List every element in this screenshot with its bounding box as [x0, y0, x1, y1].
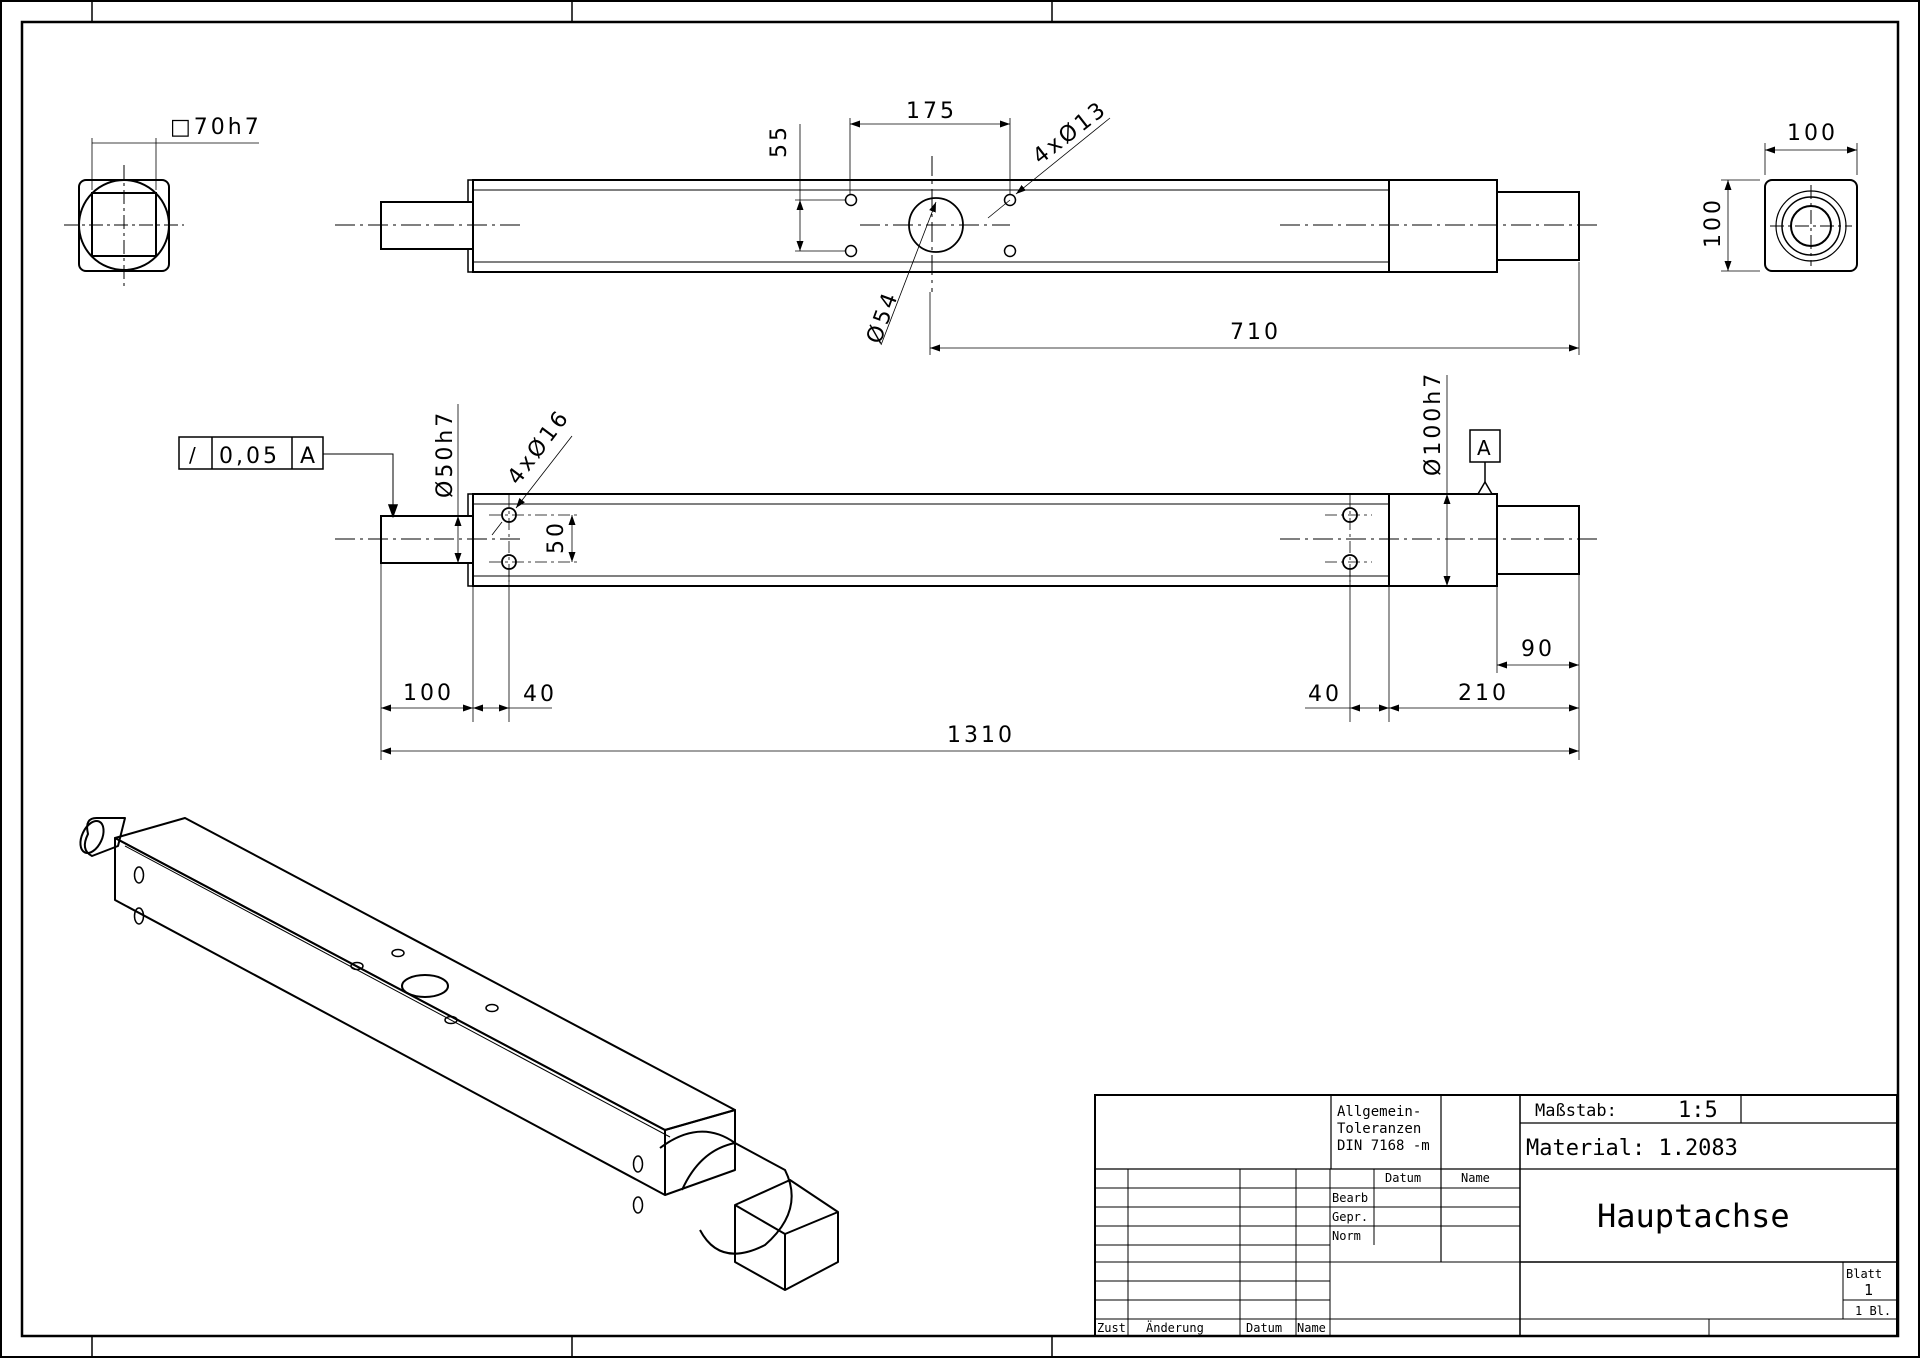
front-dim-90: 90: [1521, 637, 1555, 662]
tb-col-datum: Datum: [1385, 1171, 1421, 1185]
front-dim-100h7: Ø100h7: [1421, 371, 1446, 476]
tb-sheet-total: 1 Bl.: [1855, 1304, 1891, 1318]
datum-a-symbol: [1469, 429, 1501, 495]
title-block: [1094, 1094, 1898, 1337]
front-dim-100: 100: [403, 681, 454, 706]
tb-scale-label: Maßstab:: [1535, 1101, 1617, 1121]
tb-rev-datum: Datum: [1246, 1321, 1282, 1335]
tolerance-symbol: /: [189, 443, 196, 467]
tb-col-name: Name: [1461, 1171, 1490, 1185]
runout-tolerance-frame: [178, 436, 399, 519]
top-dim-55: 55: [767, 124, 792, 158]
tb-rev-aenderung: Änderung: [1146, 1320, 1204, 1335]
end-right-dim-height: 100: [1701, 197, 1726, 248]
tb-row-bearb: Bearb: [1332, 1191, 1368, 1205]
tb-rev-name: Name: [1297, 1321, 1326, 1335]
end-right-dim-width: 100: [1787, 121, 1838, 146]
front-dim-50: 50: [544, 520, 569, 554]
tolerance-datum: A: [300, 444, 318, 469]
tb-scale-value: 1:5: [1678, 1098, 1718, 1123]
front-view: [335, 375, 1600, 760]
tb-tolerances-2: Toleranzen: [1337, 1121, 1421, 1137]
tb-title: Hauptachse: [1597, 1197, 1790, 1235]
front-dim-50h7: Ø50h7: [433, 410, 458, 498]
isometric-view: [79, 816, 839, 1291]
front-dim-1310: 1310: [947, 723, 1015, 748]
top-dim-54: Ø54: [862, 287, 904, 347]
front-dim-40-left: 40: [523, 682, 557, 707]
tb-material: Material: 1.2083: [1526, 1136, 1738, 1161]
top-dim-4x13: 4xØ13: [1028, 96, 1112, 169]
tb-row-gepr: Gepr.: [1332, 1210, 1368, 1224]
top-view: [335, 117, 1600, 355]
end-left-dim-label: □70h7: [170, 115, 262, 140]
tb-tolerances-1: Allgemein-: [1337, 1104, 1421, 1120]
end-view-right: [1721, 143, 1858, 272]
tb-tolerances-3: DIN 7168 -m: [1337, 1138, 1430, 1154]
top-dim-175: 175: [906, 99, 957, 124]
datum-a-label: A: [1477, 436, 1491, 460]
front-dim-4x16: 4xØ16: [503, 405, 576, 490]
top-dim-710: 710: [1230, 320, 1281, 345]
front-dim-210: 210: [1458, 681, 1509, 706]
end-view-left: [64, 138, 259, 286]
tb-row-norm: Norm: [1332, 1229, 1361, 1243]
tb-rev-zust: Zust: [1097, 1321, 1126, 1335]
tb-sheet-number: 1: [1864, 1281, 1873, 1299]
tb-sheet-label: Blatt: [1846, 1267, 1882, 1281]
tolerance-value: 0,05: [219, 444, 280, 469]
front-dim-40-right: 40: [1308, 682, 1342, 707]
